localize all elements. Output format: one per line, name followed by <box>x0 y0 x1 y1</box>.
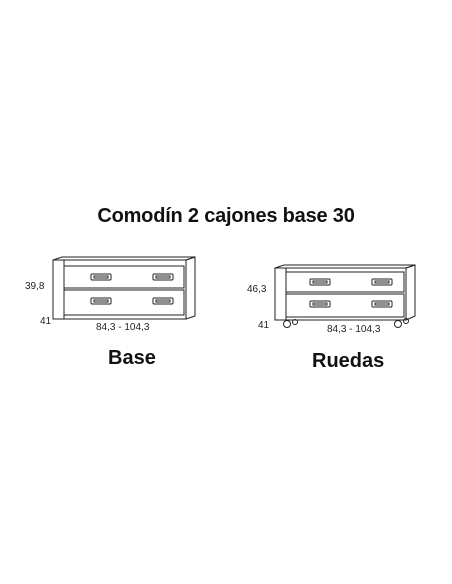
ruedas-dresser-drawing <box>274 264 416 328</box>
ruedas-caption: Ruedas <box>312 350 385 372</box>
ruedas-drawer-top <box>285 271 405 293</box>
ruedas-width-label: 84,3 - 104,3 <box>327 324 381 335</box>
wheel-icon <box>403 318 409 324</box>
handle-icon <box>90 273 112 281</box>
handle-icon <box>309 300 331 308</box>
base-dresser-drawing <box>52 256 196 320</box>
base-drawer-top <box>63 265 185 289</box>
page-title: Comodín 2 cajones base 30 <box>97 205 355 227</box>
handle-icon <box>152 297 174 305</box>
ruedas-drawer-bottom <box>285 293 405 318</box>
wheel-icon <box>283 320 291 328</box>
ruedas-depth-label: 41 <box>258 320 270 331</box>
base-width-label: 84,3 - 104,3 <box>96 322 150 333</box>
wheel-icon <box>394 320 402 328</box>
ruedas-height-label: 46,3 <box>247 284 267 295</box>
base-drawer-bottom <box>63 289 185 316</box>
handle-icon <box>371 300 393 308</box>
base-depth-label: 41 <box>40 316 52 327</box>
handle-icon <box>309 278 331 286</box>
base-height-label: 39,8 <box>25 281 45 292</box>
handle-icon <box>90 297 112 305</box>
handle-icon <box>371 278 393 286</box>
wheel-icon <box>292 319 298 325</box>
handle-icon <box>152 273 174 281</box>
base-caption: Base <box>108 347 156 369</box>
